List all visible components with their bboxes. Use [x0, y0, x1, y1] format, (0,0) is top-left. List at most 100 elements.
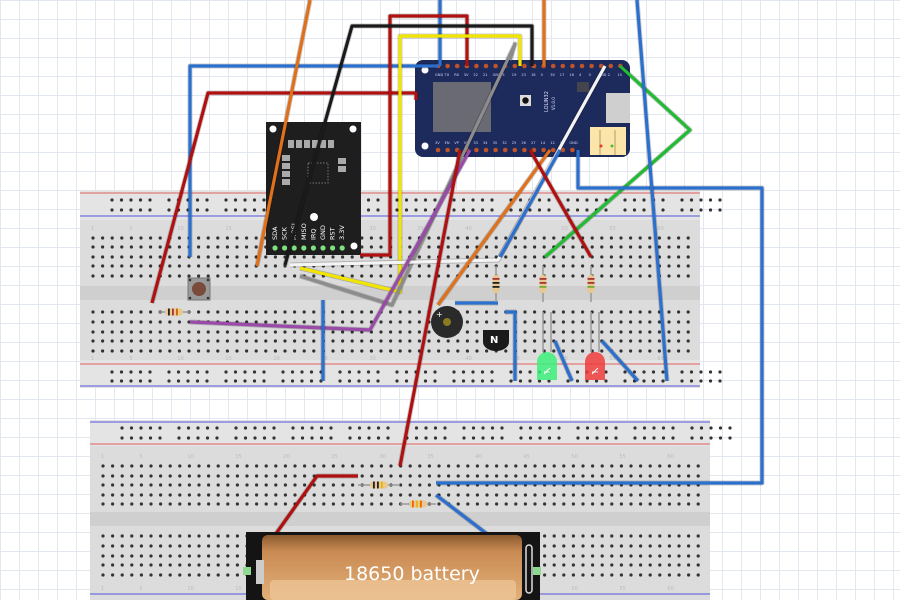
rail-hole[interactable] [481, 426, 485, 430]
rail-hole[interactable] [576, 426, 580, 430]
breadboard-hole[interactable] [101, 349, 105, 353]
breadboard-hole[interactable] [465, 339, 469, 343]
rail-hole[interactable] [395, 198, 399, 202]
breadboard-hole[interactable] [331, 464, 335, 468]
rail-hole[interactable] [576, 436, 580, 440]
wire-red[interactable] [150, 91, 418, 304]
rail-hole[interactable] [224, 370, 228, 374]
rail-hole[interactable] [652, 426, 656, 430]
rail-hole[interactable] [690, 436, 694, 440]
breadboard-hole[interactable] [207, 563, 211, 567]
breadboard-hole[interactable] [149, 563, 153, 567]
breadboard-hole[interactable] [159, 573, 163, 577]
breadboard-hole[interactable] [561, 264, 566, 268]
rail-hole[interactable] [537, 208, 542, 212]
rail-hole[interactable] [651, 370, 656, 374]
breadboard-hole[interactable] [600, 349, 604, 353]
breadboard-hole[interactable] [658, 493, 662, 497]
breadboard-hole[interactable] [475, 349, 479, 353]
rail-hole[interactable] [671, 426, 675, 430]
breadboard-hole[interactable] [168, 264, 172, 268]
rail-hole[interactable] [177, 426, 181, 430]
breadboard-hole[interactable] [408, 339, 412, 343]
breadboard-hole[interactable] [255, 464, 259, 468]
breadboard-hole[interactable] [302, 349, 306, 353]
rail-hole[interactable] [708, 379, 713, 383]
breadboard-hole[interactable] [264, 464, 268, 468]
breadboard-hole[interactable] [619, 534, 624, 538]
rail-hole[interactable] [119, 379, 124, 383]
breadboard-hole[interactable] [571, 255, 575, 259]
rail-hole[interactable] [481, 436, 485, 440]
breadboard-hole[interactable] [600, 255, 604, 259]
breadboard-hole[interactable] [111, 474, 115, 478]
breadboard-hole[interactable] [629, 264, 633, 268]
rail-hole[interactable] [480, 198, 485, 202]
breadboard-hole[interactable] [91, 339, 95, 343]
breadboard-hole[interactable] [494, 255, 498, 259]
breadboard-hole[interactable] [687, 563, 691, 567]
breadboard-hole[interactable] [456, 255, 460, 259]
breadboard-hole[interactable] [331, 330, 335, 334]
breadboard-hole[interactable] [581, 330, 585, 334]
breadboard-hole[interactable] [264, 330, 268, 334]
breadboard-hole[interactable] [571, 274, 575, 278]
breadboard-hole[interactable] [658, 474, 662, 478]
breadboard-hole[interactable] [293, 464, 297, 468]
breadboard-hole[interactable] [648, 320, 652, 324]
breadboard-hole[interactable] [149, 544, 153, 548]
breadboard-hole[interactable] [677, 236, 681, 240]
breadboard-hole[interactable] [446, 339, 450, 343]
breadboard-hole[interactable] [130, 554, 134, 558]
breadboard-hole[interactable] [408, 474, 412, 478]
breadboard-hole[interactable] [446, 264, 450, 268]
breadboard-hole[interactable] [101, 563, 105, 567]
breadboard-hole[interactable] [418, 493, 422, 497]
rail-hole[interactable] [262, 436, 267, 440]
breadboard-hole[interactable] [600, 544, 604, 548]
rail-hole[interactable] [728, 436, 732, 440]
breadboard-hole[interactable] [504, 236, 508, 240]
breadboard-hole[interactable] [264, 483, 268, 487]
breadboard-hole[interactable] [293, 339, 297, 343]
breadboard-hole[interactable] [91, 310, 95, 314]
breadboard-hole[interactable] [638, 264, 642, 268]
breadboard-hole[interactable] [677, 320, 681, 324]
breadboard-hole[interactable] [658, 544, 662, 548]
breadboard-hole[interactable] [619, 563, 624, 567]
breadboard-hole[interactable] [427, 349, 431, 353]
breadboard-hole[interactable] [485, 474, 489, 478]
breadboard-hole[interactable] [600, 493, 604, 497]
breadboard-hole[interactable] [542, 236, 546, 240]
breadboard-hole[interactable] [609, 264, 614, 268]
rail-hole[interactable] [480, 379, 485, 383]
breadboard-hole[interactable] [696, 493, 700, 497]
wire-blue[interactable] [600, 339, 640, 383]
breadboard-hole[interactable] [369, 349, 373, 353]
breadboard-hole[interactable] [197, 236, 201, 240]
breadboard-hole[interactable] [312, 464, 316, 468]
rail-hole[interactable] [186, 436, 191, 440]
breadboard-hole[interactable] [494, 236, 498, 240]
breadboard-hole[interactable] [360, 474, 364, 478]
breadboard-hole[interactable] [101, 464, 105, 468]
breadboard-hole[interactable] [120, 554, 124, 558]
breadboard-hole[interactable] [283, 339, 287, 343]
breadboard-hole[interactable] [139, 339, 143, 343]
rail-hole[interactable] [689, 370, 694, 374]
rail-hole[interactable] [119, 198, 124, 202]
breadboard-hole[interactable] [581, 474, 585, 478]
rail-hole[interactable] [395, 379, 399, 383]
rail-hole[interactable] [376, 379, 380, 383]
esp32-pin[interactable] [598, 63, 604, 69]
esp32-pin[interactable] [474, 147, 479, 153]
breadboard-hole[interactable] [341, 330, 345, 334]
breadboard-hole[interactable] [638, 245, 642, 249]
breadboard-hole[interactable] [657, 236, 662, 240]
breadboard-hole[interactable] [600, 464, 604, 468]
breadboard-hole[interactable] [245, 274, 249, 278]
breadboard-hole[interactable] [629, 573, 633, 577]
breadboard-hole[interactable] [677, 330, 681, 334]
breadboard-hole[interactable] [667, 310, 671, 314]
breadboard-hole[interactable] [130, 502, 134, 506]
